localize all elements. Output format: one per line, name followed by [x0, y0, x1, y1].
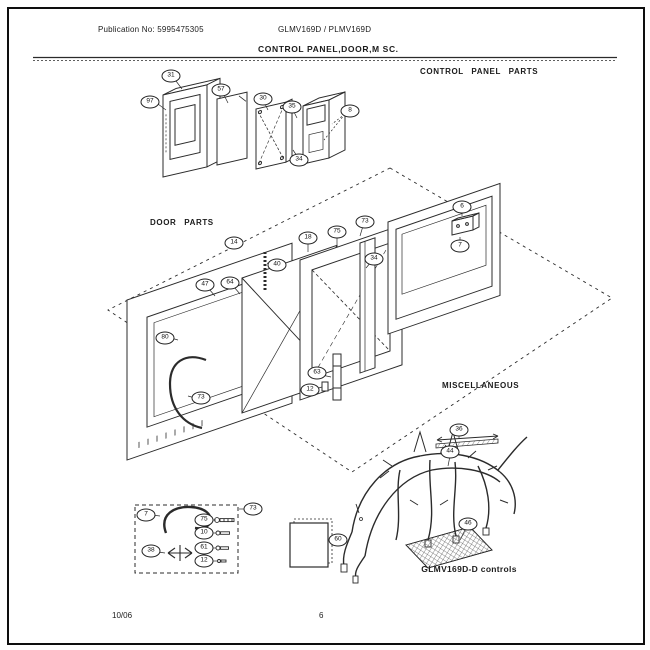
footer-date: 10/06 — [112, 611, 133, 620]
publication-number: Publication No: 5995475305 — [98, 25, 204, 34]
door-assembly-dashed-boundary — [107, 167, 613, 473]
kit-clip — [167, 545, 193, 561]
shelf-grid — [405, 526, 493, 569]
callout-door-73: 73 — [191, 391, 211, 405]
callout-door-47: 47 — [195, 278, 215, 292]
door-latch — [321, 353, 342, 401]
page-border — [7, 7, 645, 645]
callout-door-18: 18 — [298, 231, 318, 245]
section-control-panel-parts: CONTROL PANEL PARTS — [420, 67, 539, 76]
control-panel-bracket — [302, 91, 346, 165]
callout-control-panel-8: 8 — [340, 104, 360, 118]
callout-misc-36: 36 — [449, 423, 469, 437]
callout-door-73: 73 — [355, 215, 375, 229]
door-handle-part — [451, 212, 480, 236]
page-title: CONTROL PANEL,DOOR,M SC. — [258, 44, 399, 54]
callout-door-63: 63 — [307, 366, 327, 380]
callout-kit-73: 73 — [243, 502, 263, 516]
callout-door-75: 75 — [327, 225, 347, 239]
section-miscellaneous: MISCELLANEOUS — [442, 381, 520, 390]
callout-door-12: 12 — [300, 383, 320, 397]
control-panel-board — [255, 98, 293, 170]
door-hook — [168, 356, 207, 430]
callout-door-64: 64 — [220, 276, 240, 290]
callout-misc-44: 44 — [440, 445, 460, 459]
callout-control-panel-57: 57 — [211, 83, 231, 97]
door-choke-strip — [359, 237, 376, 374]
callout-door-7: 7 — [450, 239, 470, 253]
callout-door-34: 34 — [364, 252, 384, 266]
callout-kit-7: 7 — [136, 508, 156, 522]
model-numbers: GLMV169D / PLMV169D — [278, 25, 372, 34]
callout-kit-38: 38 — [141, 544, 161, 558]
dimension-arrow — [436, 433, 499, 443]
callout-doc-60: 60 — [328, 533, 348, 547]
callout-kit-75: 75 — [194, 513, 214, 527]
callout-door-40: 40 — [267, 258, 287, 272]
section-door-parts: DOOR PARTS — [150, 218, 214, 227]
callout-kit-12: 12 — [194, 554, 214, 568]
kit-screws — [214, 517, 235, 563]
callout-control-panel-97: 97 — [140, 95, 160, 109]
footer-page-number: 6 — [319, 611, 324, 620]
owners-manual — [289, 503, 363, 568]
callout-misc-46: 46 — [458, 517, 478, 531]
callout-door-14: 14 — [224, 236, 244, 250]
callout-control-panel-31: 31 — [161, 69, 181, 83]
callout-control-panel-30: 30 — [253, 92, 273, 106]
control-panel-overlay — [216, 91, 248, 166]
callout-control-panel-34: 34 — [289, 153, 309, 167]
callout-kit-10: 10 — [194, 526, 214, 540]
controls-caption: GLMV169D-D controls — [421, 564, 517, 574]
callout-control-panel-35: 35 — [282, 100, 302, 114]
callout-door-6: 6 — [452, 200, 472, 214]
callout-kit-61: 61 — [194, 541, 214, 555]
callout-door-80: 80 — [155, 331, 175, 345]
